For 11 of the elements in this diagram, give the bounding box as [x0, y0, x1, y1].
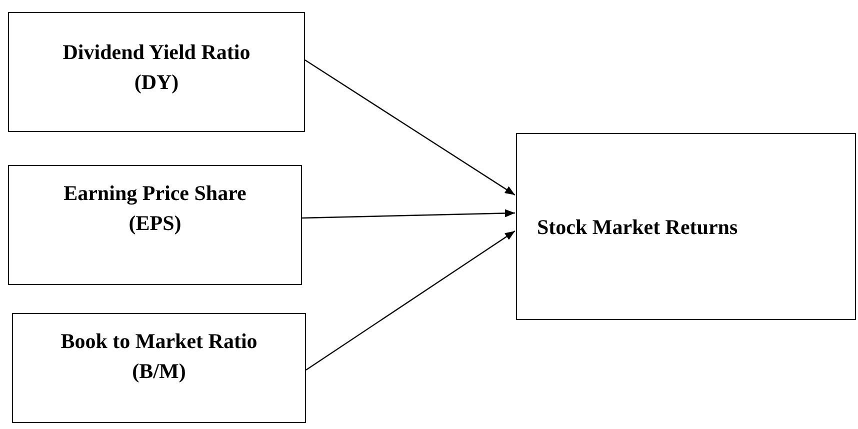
- arrow: [306, 230, 516, 370]
- box-label: Dividend Yield Ratio (DY): [62, 39, 252, 96]
- process-box: [8, 12, 305, 132]
- arrow: [302, 209, 516, 219]
- box-label: Stock Market Returns: [537, 214, 738, 240]
- process-box: [516, 133, 856, 320]
- process-box: [12, 313, 306, 423]
- process-box: [8, 165, 302, 285]
- arrow: [304, 60, 516, 196]
- box-label: Book to Market Ratio (B/M): [60, 328, 258, 385]
- box-label: Earning Price Share (EPS): [62, 180, 248, 237]
